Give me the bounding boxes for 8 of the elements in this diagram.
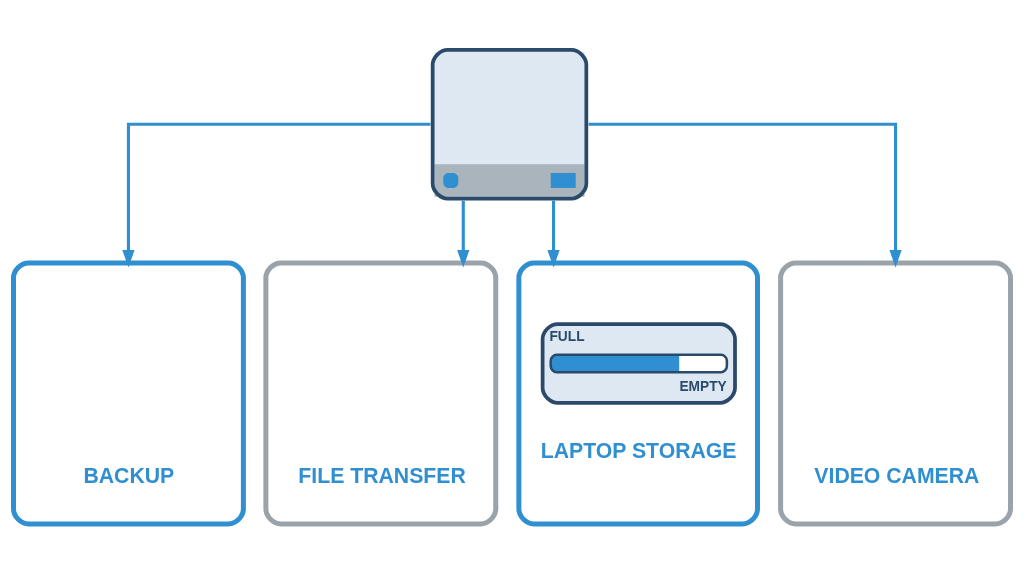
arrow — [588, 122, 902, 268]
arrow — [547, 200, 560, 268]
arrow — [457, 200, 470, 268]
node-box: FULL EMPTY LAPTOP STORAGE — [516, 260, 760, 527]
arrow — [122, 122, 431, 268]
node-box: FILE TRANSFER — [263, 260, 499, 527]
node-box: VIDEO CAMERA — [778, 260, 1013, 527]
node-box: BACKUP — [11, 260, 246, 527]
